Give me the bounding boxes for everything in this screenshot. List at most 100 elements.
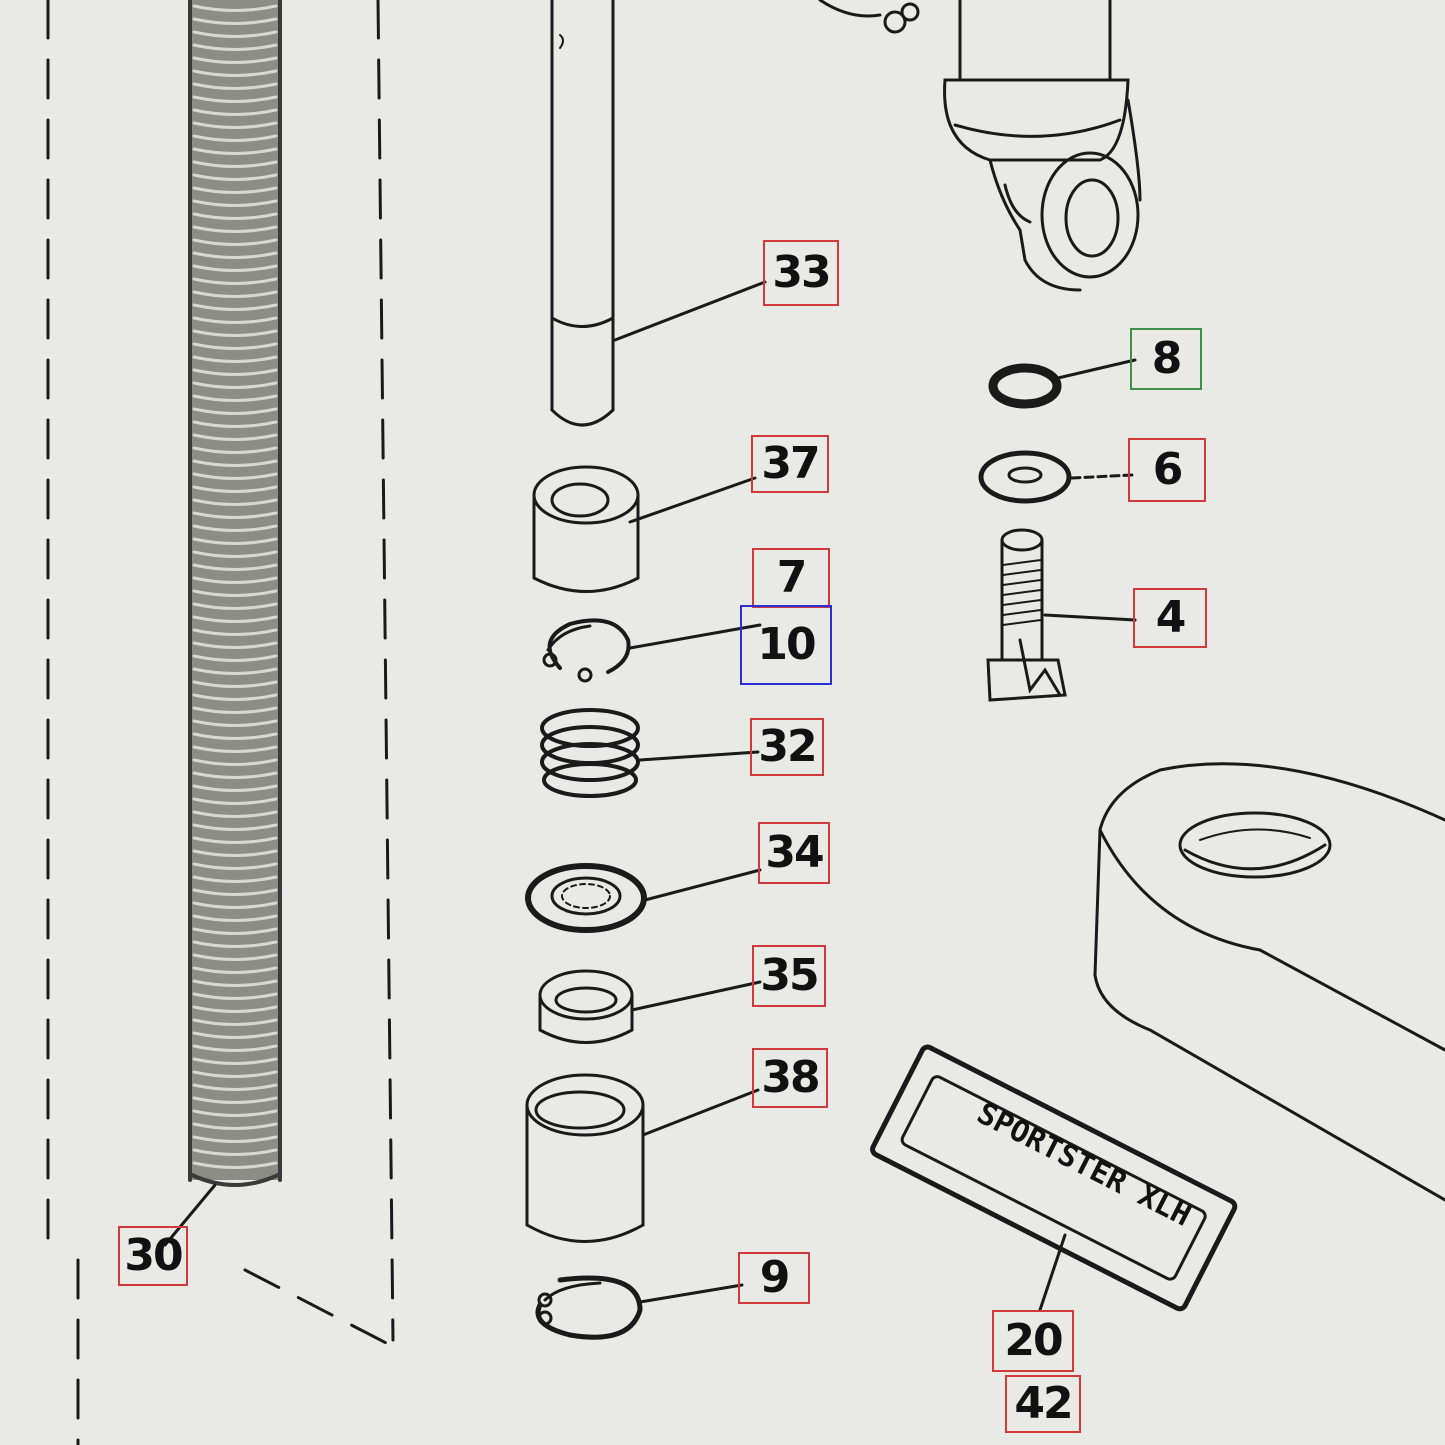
callout-33[interactable]: 33 bbox=[763, 240, 839, 306]
spring-coil bbox=[192, 771, 278, 779]
spring-coil bbox=[192, 810, 278, 818]
spring-coil bbox=[192, 576, 278, 584]
spring-coil bbox=[192, 290, 278, 298]
spring-coil bbox=[192, 121, 278, 129]
spring-coil bbox=[192, 251, 278, 259]
leader-9 bbox=[638, 1283, 744, 1304]
washer-6-part bbox=[978, 450, 1072, 504]
spring-coil bbox=[192, 17, 278, 25]
spring-coil bbox=[192, 784, 278, 792]
spring-coil bbox=[192, 4, 278, 12]
leader-34 bbox=[643, 868, 762, 902]
spring-coil bbox=[192, 732, 278, 740]
callout-34[interactable]: 34 bbox=[758, 822, 830, 884]
spring-coil bbox=[192, 1122, 278, 1130]
callout-6[interactable]: 6 bbox=[1128, 438, 1206, 502]
bushing-37-part bbox=[532, 465, 640, 593]
long-spring-part bbox=[188, 0, 282, 1187]
spring-coil bbox=[192, 1109, 278, 1117]
spring-coil bbox=[192, 628, 278, 636]
spring-coil bbox=[192, 498, 278, 506]
spring-coil bbox=[192, 420, 278, 428]
callout-7-frame bbox=[752, 548, 830, 608]
spring-coil bbox=[192, 537, 278, 545]
spring-coil bbox=[192, 1005, 278, 1013]
callout-30[interactable]: 30 bbox=[118, 1226, 188, 1286]
callout-4[interactable]: 4 bbox=[1133, 588, 1207, 648]
callout-32[interactable]: 32 bbox=[750, 718, 824, 776]
spring-coil bbox=[192, 940, 278, 948]
spring-coil bbox=[192, 836, 278, 844]
spring-coil bbox=[192, 745, 278, 753]
spring-coil bbox=[192, 550, 278, 558]
callout-37[interactable]: 37 bbox=[751, 435, 829, 493]
spring-coil bbox=[192, 69, 278, 77]
seal-34-part bbox=[525, 863, 647, 933]
spring-coil bbox=[192, 264, 278, 272]
spring-coil bbox=[192, 277, 278, 285]
spring-coil bbox=[192, 706, 278, 714]
callout-9[interactable]: 9 bbox=[738, 1252, 810, 1304]
spring-coil bbox=[192, 303, 278, 311]
leader-32 bbox=[638, 750, 760, 762]
spring-coil bbox=[192, 199, 278, 207]
spring-coil bbox=[192, 316, 278, 324]
callout-20[interactable]: 20 bbox=[992, 1310, 1074, 1372]
spring-coil bbox=[192, 407, 278, 415]
pushrod-part bbox=[550, 0, 615, 427]
leader-20 bbox=[1038, 1233, 1067, 1312]
callout-8[interactable]: 8 bbox=[1130, 328, 1202, 390]
spring-coil bbox=[192, 225, 278, 233]
spring-coil bbox=[192, 602, 278, 610]
spring-32-part bbox=[540, 708, 640, 798]
callout-42[interactable]: 42 bbox=[1005, 1375, 1081, 1433]
spring-coil bbox=[192, 82, 278, 90]
callout-35[interactable]: 35 bbox=[752, 945, 826, 1007]
spring-coil bbox=[192, 901, 278, 909]
spring-coil bbox=[192, 875, 278, 883]
spring-coil bbox=[192, 758, 278, 766]
spring-coil bbox=[192, 979, 278, 987]
spring-coil bbox=[192, 953, 278, 961]
spring-coil bbox=[192, 95, 278, 103]
spring-coil bbox=[192, 1148, 278, 1156]
spring-coil bbox=[192, 1031, 278, 1039]
spring-coil bbox=[192, 56, 278, 64]
spring-coil bbox=[192, 108, 278, 116]
spring-coil bbox=[192, 355, 278, 363]
washer-8-part bbox=[988, 363, 1062, 409]
leader-30 bbox=[163, 1183, 217, 1247]
spring-coil bbox=[192, 992, 278, 1000]
spring-coil bbox=[192, 914, 278, 922]
leader-10 bbox=[628, 623, 762, 650]
spring-coil bbox=[192, 446, 278, 454]
spring-coil bbox=[192, 30, 278, 38]
spring-coil bbox=[192, 693, 278, 701]
callout-10[interactable]: 10 bbox=[740, 605, 832, 685]
spring-coil bbox=[192, 797, 278, 805]
spring-coil bbox=[192, 680, 278, 688]
leader-4 bbox=[1043, 613, 1137, 622]
spring-coil bbox=[192, 459, 278, 467]
spring-coil bbox=[192, 381, 278, 389]
callout-38[interactable]: 38 bbox=[752, 1048, 828, 1108]
spring-coil bbox=[192, 862, 278, 870]
leader-38 bbox=[641, 1088, 760, 1137]
leader-35 bbox=[630, 980, 762, 1012]
spring-coil bbox=[192, 433, 278, 441]
washer-35-part bbox=[538, 969, 634, 1044]
spring-coil bbox=[192, 147, 278, 155]
leader-33 bbox=[613, 280, 767, 342]
spring-coil bbox=[192, 212, 278, 220]
bushing-38-part bbox=[525, 1073, 645, 1243]
spring-coil bbox=[192, 329, 278, 337]
callout-7[interactable]: 7 bbox=[776, 552, 808, 603]
spring-coil bbox=[192, 1096, 278, 1104]
snap-ring-9-part bbox=[535, 1275, 643, 1340]
spring-coil bbox=[192, 849, 278, 857]
nameplate-part bbox=[870, 1044, 1238, 1312]
spring-coil bbox=[192, 966, 278, 974]
spring-coil bbox=[192, 1161, 278, 1169]
retaining-ring-part bbox=[542, 618, 631, 683]
